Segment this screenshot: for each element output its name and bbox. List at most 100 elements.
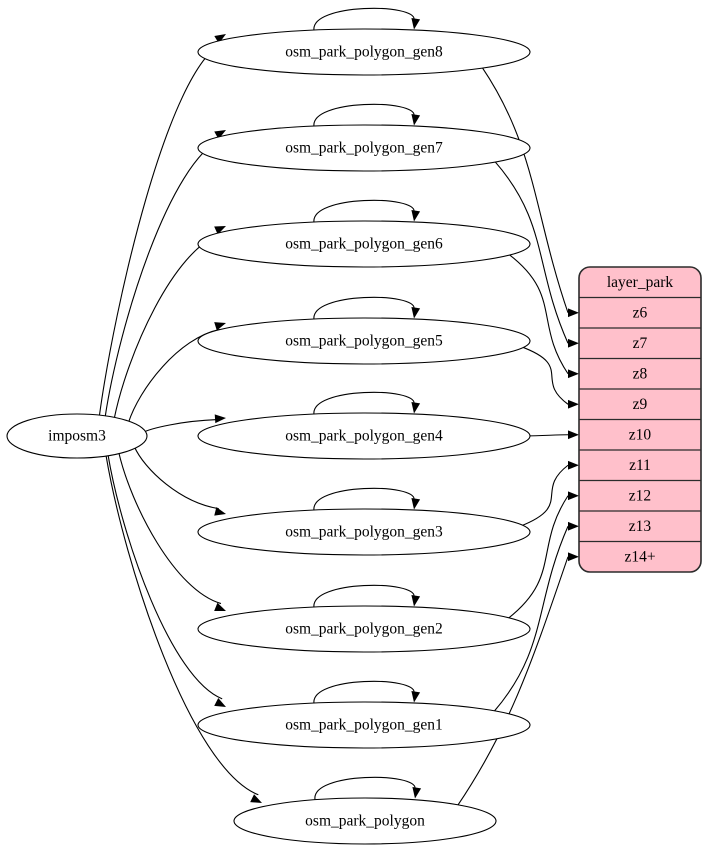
node-osm_park_polygon_gen3[interactable]: osm_park_polygon_gen3	[197, 508, 531, 556]
table-row-z14+[interactable]: z14+	[624, 548, 655, 565]
edge-osm_park_polygon_gen5-to-z9	[520, 345, 579, 409]
table-row-label: z12	[629, 487, 651, 504]
node-osm_park_polygon_gen4[interactable]: osm_park_polygon_gen4	[197, 412, 531, 460]
node-shape	[197, 28, 531, 76]
node-osm_park_polygon[interactable]: osm_park_polygon	[233, 797, 497, 845]
arrow-head-icon	[411, 690, 421, 703]
edge-osm_park_polygon_gen3-to-z11	[519, 460, 579, 527]
node-label: osm_park_polygon_gen2	[285, 621, 443, 638]
table-row-label: z9	[633, 396, 648, 413]
arrow-head-icon	[411, 594, 421, 607]
table-row-label: z11	[629, 457, 651, 474]
arrow-head-icon	[411, 209, 421, 222]
self-loop-osm_park_polygon_gen1	[313, 680, 421, 704]
table-row-z8[interactable]: z8	[633, 365, 648, 382]
edge-line	[456, 556, 569, 807]
arrow-head-icon	[214, 698, 226, 707]
arrow-head-icon	[411, 17, 421, 30]
node-osm_park_polygon_gen6[interactable]: osm_park_polygon_gen6	[197, 220, 531, 268]
self-loop-line	[313, 391, 415, 415]
self-loop-osm_park_polygon_gen7	[313, 103, 421, 127]
table-row-z11[interactable]: z11	[629, 457, 651, 474]
edge-line	[98, 42, 224, 416]
arrow-head-icon	[568, 338, 579, 348]
node-shape	[233, 797, 497, 845]
arrow-head-icon	[568, 399, 579, 409]
node-label: osm_park_polygon_gen8	[285, 44, 443, 61]
node-osm_park_polygon_gen8[interactable]: osm_park_polygon_gen8	[197, 28, 531, 76]
edge-osm_park_polygon_gen4-to-z10	[525, 430, 579, 440]
arrow-head-icon	[214, 507, 226, 516]
self-loop-line	[313, 487, 415, 511]
node-shape	[6, 413, 148, 459]
self-loop-line	[313, 296, 415, 320]
node-label: osm_park_polygon	[305, 813, 425, 830]
node-label: osm_park_polygon_gen1	[285, 717, 443, 734]
node-osm_park_polygon_gen2[interactable]: osm_park_polygon_gen2	[197, 605, 531, 653]
edge-imposm3-to-osm_park_polygon_gen7	[104, 130, 226, 417]
self-loop-line	[313, 103, 415, 127]
table-row-label: z13	[629, 518, 652, 535]
table-header-label: layer_park	[607, 274, 674, 291]
table-header-cell[interactable]: layer_park	[607, 274, 674, 291]
arrow-head-icon	[411, 306, 421, 319]
edge-osm_park_polygon_gen1-to-z13	[493, 521, 579, 713]
table-outline	[578, 266, 702, 573]
arrow-head-icon	[568, 460, 579, 470]
node-imposm3[interactable]: imposm3	[6, 413, 148, 459]
self-loop-line	[313, 584, 415, 608]
edge-imposm3-to-osm_park_polygon_gen1	[107, 454, 226, 707]
node-shape	[197, 317, 531, 365]
self-loop-line	[313, 199, 415, 223]
edge-imposm3-to-osm_park_polygon_gen8	[98, 34, 226, 416]
arrow-head-icon	[568, 369, 579, 379]
arrow-head-icon	[214, 414, 226, 424]
self-loop-osm_park_polygon_gen5	[313, 296, 421, 320]
arrow-head-icon	[214, 226, 226, 235]
arrow-head-icon	[214, 322, 226, 331]
edge-line	[104, 137, 223, 417]
self-loop-osm_park_polygon	[314, 776, 422, 800]
table-row-z13[interactable]: z13	[629, 518, 652, 535]
nodes-layer: imposm3 osm_park_polygon_gen8 osm_park_pol…	[6, 28, 531, 845]
table-row-z6[interactable]: z6	[633, 304, 648, 321]
arrow-head-icon	[568, 491, 579, 501]
edge-line	[507, 495, 569, 620]
edge-line	[507, 253, 569, 375]
edge-imposm3-to-osm_park_polygon_gen3	[133, 445, 226, 516]
edges-layer	[98, 7, 579, 807]
self-loop-osm_park_polygon_gen2	[313, 584, 421, 608]
edge-line	[113, 233, 222, 419]
node-osm_park_polygon_gen5[interactable]: osm_park_polygon_gen5	[197, 317, 531, 365]
node-shape	[197, 124, 531, 172]
table-row-z9[interactable]: z9	[633, 396, 648, 413]
edge-line	[133, 445, 219, 510]
arrow-head-icon	[214, 130, 226, 140]
arrow-head-icon	[568, 521, 579, 531]
node-osm_park_polygon_gen1[interactable]: osm_park_polygon_gen1	[197, 701, 531, 749]
edge-line	[520, 345, 569, 405]
table-row-z10[interactable]: z10	[629, 426, 652, 443]
table-row-z12[interactable]: z12	[629, 487, 651, 504]
self-loop-osm_park_polygon_gen8	[313, 7, 421, 31]
edge-osm_park_polygon_gen7-to-z7	[494, 160, 579, 348]
edge-line	[107, 454, 223, 700]
node-shape	[197, 605, 531, 653]
node-shape	[197, 220, 531, 268]
edge-osm_park_polygon_gen6-to-z8	[507, 253, 579, 379]
table-body	[579, 267, 701, 572]
node-label: osm_park_polygon_gen6	[285, 236, 443, 253]
arrow-head-icon	[250, 794, 262, 803]
edge-line	[494, 160, 569, 344]
table-row-label: z8	[633, 365, 648, 382]
table-row-z7[interactable]: z7	[633, 335, 648, 352]
layer-park-table: layer_park z6 z7 z8 z9 z10 z11 z12 z13 z14+	[578, 266, 702, 573]
arrow-head-icon	[568, 308, 579, 318]
node-shape	[197, 508, 531, 556]
self-loop-line	[314, 776, 416, 800]
node-shape	[197, 701, 531, 749]
node-osm_park_polygon_gen7[interactable]: osm_park_polygon_gen7	[197, 124, 531, 172]
arrow-head-icon	[214, 602, 226, 611]
arrow-head-icon	[411, 401, 421, 414]
